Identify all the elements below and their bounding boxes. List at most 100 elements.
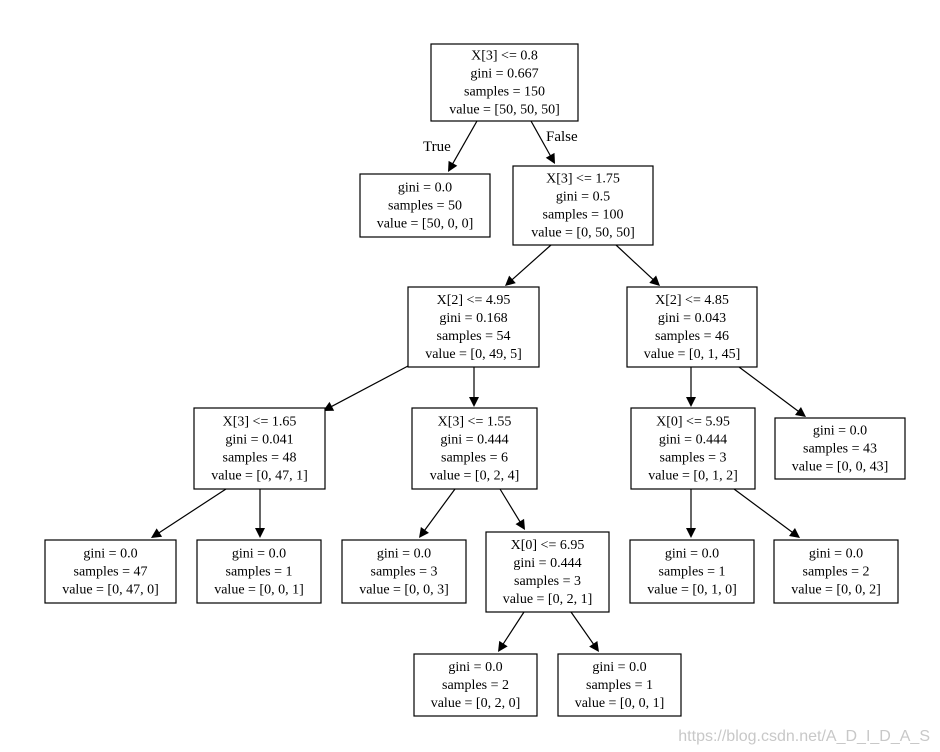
- node-text-line: gini = 0.0: [665, 547, 719, 562]
- node-text-line: value = [0, 1, 0]: [647, 583, 737, 598]
- watermark-text: https://blog.csdn.net/A_D_I_D_A_S: [678, 728, 930, 745]
- tree-node-n8: gini = 0.0 samples = 43 value = [0, 0, 43]: [774, 417, 906, 480]
- node-text-line: samples = 48: [223, 451, 297, 466]
- node-text-line: gini = 0.444: [440, 433, 508, 448]
- node-text-line: gini = 0.043: [658, 311, 726, 326]
- tree-node-n10: gini = 0.0 samples = 1 value = [0, 0, 1]: [196, 539, 322, 604]
- arrow-head-icon: [151, 528, 163, 538]
- node-text-line: gini = 0.444: [513, 556, 581, 571]
- node-text-line: samples = 47: [74, 565, 148, 580]
- node-box: [413, 653, 538, 717]
- arrow-head-icon: [515, 518, 525, 530]
- node-text-line: samples = 3: [660, 451, 727, 466]
- edge-n2-n4: [615, 244, 660, 286]
- node-text-line: value = [0, 1, 2]: [648, 469, 738, 484]
- node-text-line: samples = 3: [371, 565, 438, 580]
- node-text-line: gini = 0.0: [377, 547, 431, 562]
- node-text-line: value = [0, 50, 50]: [531, 226, 635, 241]
- edge-n0-n1: True: [423, 120, 478, 172]
- node-text-line: X[2] <= 4.85: [655, 293, 729, 308]
- node-text-line: value = [0, 0, 3]: [359, 583, 449, 598]
- tree-node-n9: gini = 0.0 samples = 47 value = [0, 47, 0]: [44, 539, 177, 604]
- edge-line: [615, 244, 654, 281]
- node-box: [341, 539, 467, 604]
- node-text-line: samples = 2: [803, 565, 870, 580]
- edge-line: [502, 611, 525, 645]
- edge-label-true: True: [423, 139, 451, 155]
- node-text-line: X[3] <= 1.75: [546, 172, 620, 187]
- node-text-line: samples = 6: [441, 451, 508, 466]
- arrow-head-icon: [589, 640, 599, 652]
- node-text-line: value = [0, 47, 0]: [62, 583, 159, 598]
- node-text-line: samples = 1: [226, 565, 293, 580]
- edge-line: [330, 365, 409, 408]
- node-text-line: gini = 0.0: [398, 181, 452, 196]
- node-text-line: gini = 0.667: [470, 67, 538, 82]
- node-text-line: gini = 0.0: [232, 547, 286, 562]
- arrow-head-icon: [545, 152, 555, 164]
- node-text-line: value = [50, 50, 50]: [449, 103, 560, 118]
- edge-line: [499, 488, 521, 523]
- node-box: [773, 539, 899, 604]
- arrow-head-icon: [498, 640, 508, 652]
- node-box: [626, 286, 758, 368]
- arrow-head-icon: [686, 528, 696, 538]
- node-box: [774, 417, 906, 480]
- edges-layer: True False: [151, 120, 806, 652]
- node-text-line: gini = 0.0: [83, 547, 137, 562]
- edge-line: [738, 366, 800, 413]
- node-box: [196, 539, 322, 604]
- edge-n7-n14: [733, 488, 800, 538]
- node-text-line: samples = 46: [655, 329, 729, 344]
- node-text-line: value = [0, 0, 1]: [214, 583, 304, 598]
- arrow-head-icon: [323, 401, 335, 411]
- edge-n3-n5: [323, 365, 409, 411]
- edge-n12-n15: [498, 611, 525, 652]
- edge-n7-n13: [686, 489, 696, 538]
- node-text-line: gini = 0.041: [225, 433, 293, 448]
- node-box: [485, 531, 610, 613]
- arrow-head-icon: [794, 407, 806, 417]
- node-text-line: value = [0, 2, 1]: [503, 592, 593, 607]
- node-text-line: gini = 0.5: [556, 190, 610, 205]
- node-text-line: gini = 0.0: [813, 424, 867, 439]
- node-text-line: gini = 0.444: [659, 433, 727, 448]
- edge-line: [511, 244, 552, 281]
- edge-n2-n3: [505, 244, 552, 286]
- edge-n6-n12: [499, 488, 525, 530]
- node-text-line: value = [0, 49, 5]: [425, 347, 522, 362]
- edge-line: [451, 120, 478, 165]
- edge-n3-n6: [469, 367, 479, 407]
- node-text-line: value = [50, 0, 0]: [377, 217, 474, 232]
- node-box: [193, 407, 326, 490]
- node-text-line: gini = 0.0: [448, 660, 502, 675]
- node-text-line: value = [0, 0, 43]: [792, 460, 889, 475]
- edge-line: [570, 611, 595, 645]
- arrow-head-icon: [419, 526, 429, 538]
- node-text-line: samples = 2: [442, 678, 509, 693]
- node-text-line: value = [0, 47, 1]: [211, 469, 308, 484]
- node-text-line: value = [0, 0, 2]: [791, 583, 881, 598]
- node-box: [430, 43, 579, 122]
- node-text-line: samples = 43: [803, 442, 877, 457]
- node-text-line: value = [0, 2, 4]: [430, 469, 520, 484]
- edge-n4-n7: [686, 367, 696, 407]
- node-text-line: gini = 0.168: [439, 311, 507, 326]
- edge-n0-n2: False: [530, 120, 578, 164]
- edge-label-false: False: [546, 129, 578, 145]
- arrow-head-icon: [649, 275, 660, 286]
- node-text-line: X[3] <= 0.8: [471, 49, 538, 64]
- edge-n5-n10: [255, 489, 265, 538]
- node-text-line: gini = 0.0: [592, 660, 646, 675]
- node-box: [44, 539, 177, 604]
